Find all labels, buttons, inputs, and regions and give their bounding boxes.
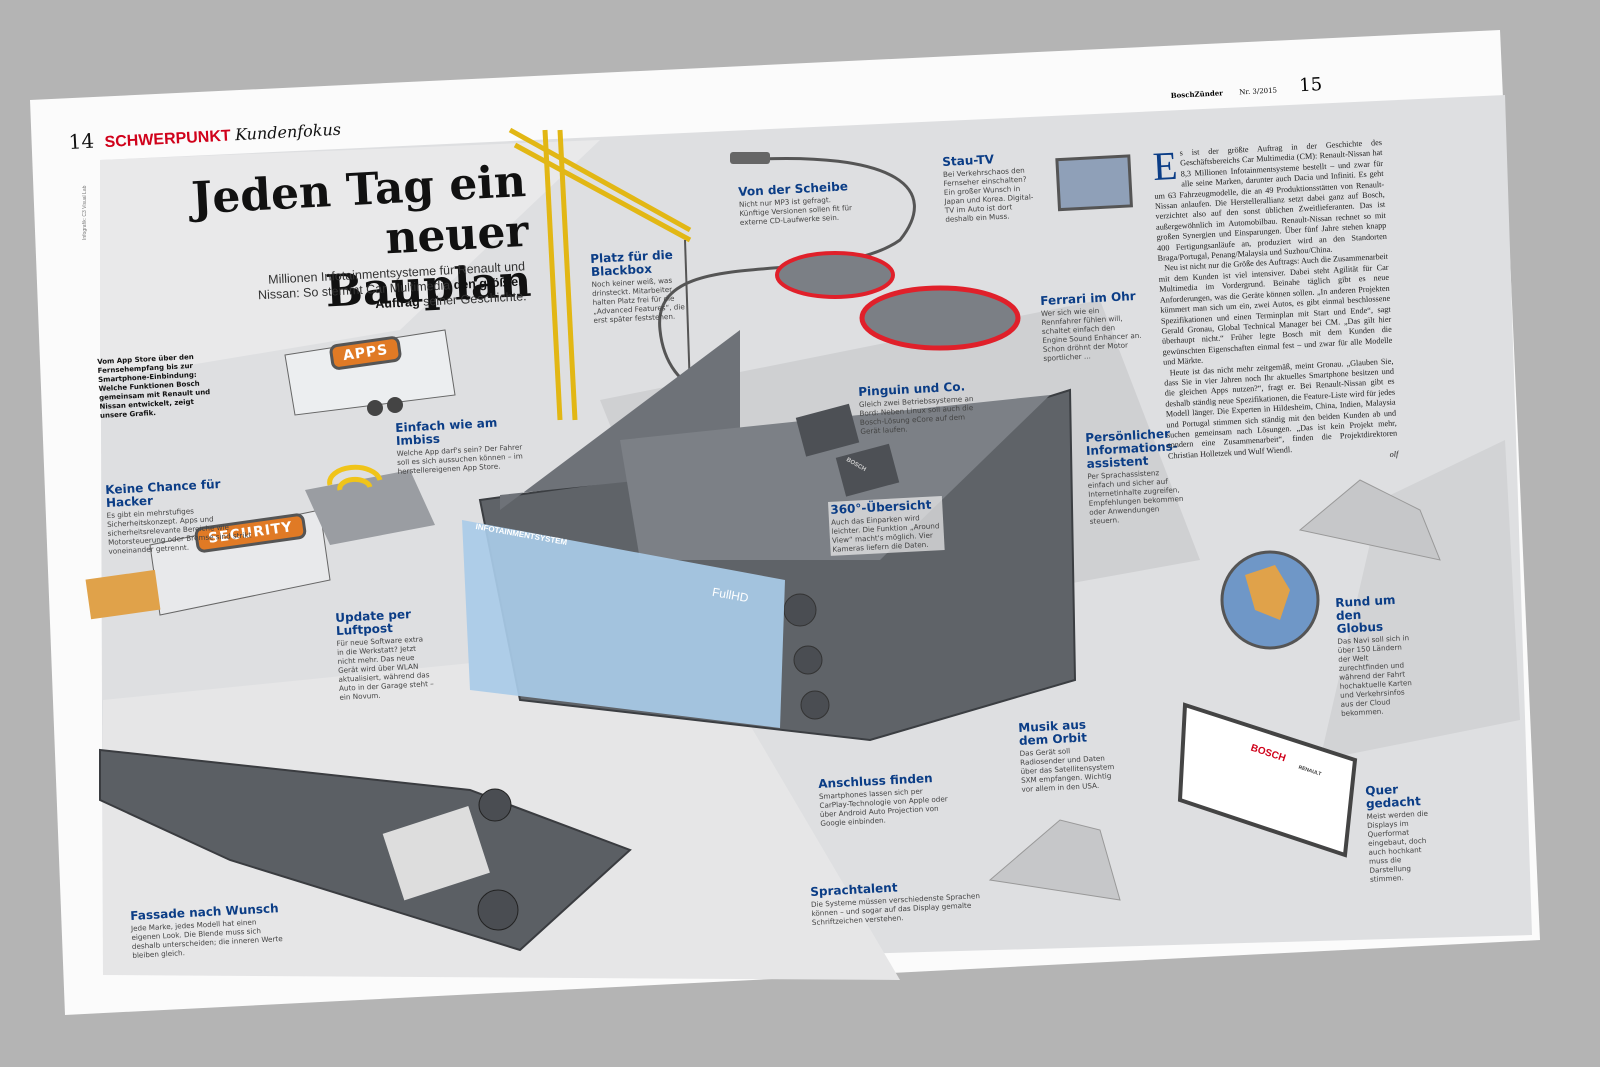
caption-text: Das Navi soll sich in über 150 Ländern d…: [1337, 633, 1413, 718]
caption-text: Gleich zwei Betriebssysteme an Bord: Neb…: [858, 393, 974, 436]
caption-text: Smartphones lassen sich per CarPlay-Tech…: [818, 786, 948, 828]
tv-screen: [1055, 154, 1133, 212]
mountain-icon: [988, 819, 1121, 901]
caption-text: Meist werden die Displays im Querformat …: [1366, 808, 1429, 884]
caption-text: Es gibt ein mehrstufiges Sicherheitskonz…: [106, 506, 252, 556]
page-number-right: 15: [1298, 74, 1323, 97]
article-paragraph: Heute ist das nicht mehr zeitgemäß, mein…: [1163, 356, 1398, 461]
article-paragraph: s ist der größte Auftrag in der Geschich…: [1154, 137, 1388, 263]
caption-text: Per Sprachassistenz einfach und sicher a…: [1087, 468, 1184, 526]
caption-text: Auch das Einparken wird leichter. Die Fu…: [830, 513, 940, 554]
wifi-icon: [327, 464, 383, 491]
crane-icon: [508, 127, 692, 421]
article-body: E s ist der größte Auftrag in der Geschi…: [1152, 138, 1399, 472]
issue-number: Nr. 3/2015: [1239, 86, 1278, 97]
mountain-icon: [1298, 479, 1441, 561]
caption-pinguin: Pinguin und Co.Gleich zwei Betriebssyste…: [858, 379, 985, 436]
article-paragraph: Neu ist nicht nur die Größe des Auftrags…: [1158, 252, 1393, 367]
caption-title: Musik aus dem Orbit: [1017, 717, 1088, 748]
speaker-icon: [775, 251, 895, 299]
page-number-left: 14: [68, 128, 95, 154]
bosch-chip-icon: [835, 443, 900, 497]
infotainment-screen: [462, 520, 785, 728]
publication-name: BoschZünder: [1170, 88, 1224, 100]
caption-title: Platz für die Blackbox: [589, 247, 674, 279]
caption-title: Rund um den Globus: [1334, 592, 1396, 636]
keypad: [382, 806, 490, 901]
caption-text: Das Gerät soll Radiosender und Daten übe…: [1019, 746, 1115, 794]
caption-text: Noch keiner weiß, was drinsteckt. Mitarb…: [591, 275, 685, 325]
caption-text: Bei Verkehrschaos den Fernseher einschal…: [942, 165, 1034, 224]
caption-title: Quer gedacht: [1364, 782, 1422, 811]
intro-text: Vom App Store über den Fernsehempfang bi…: [97, 352, 211, 420]
caption-text: Für neue Software extra in die Werkstatt…: [336, 634, 434, 702]
caption-text: Wer sich wie ein Rennfahrer fühlen will,…: [1040, 305, 1142, 363]
chip-icon: [795, 403, 860, 457]
speaker-icon: [859, 285, 1021, 351]
graphic-credit: Infografik: C3 Visual Lab: [82, 185, 88, 240]
billboard: [1177, 702, 1358, 858]
dropcap: E: [1151, 142, 1179, 189]
caption-title: Update per Luftpost: [334, 607, 412, 638]
